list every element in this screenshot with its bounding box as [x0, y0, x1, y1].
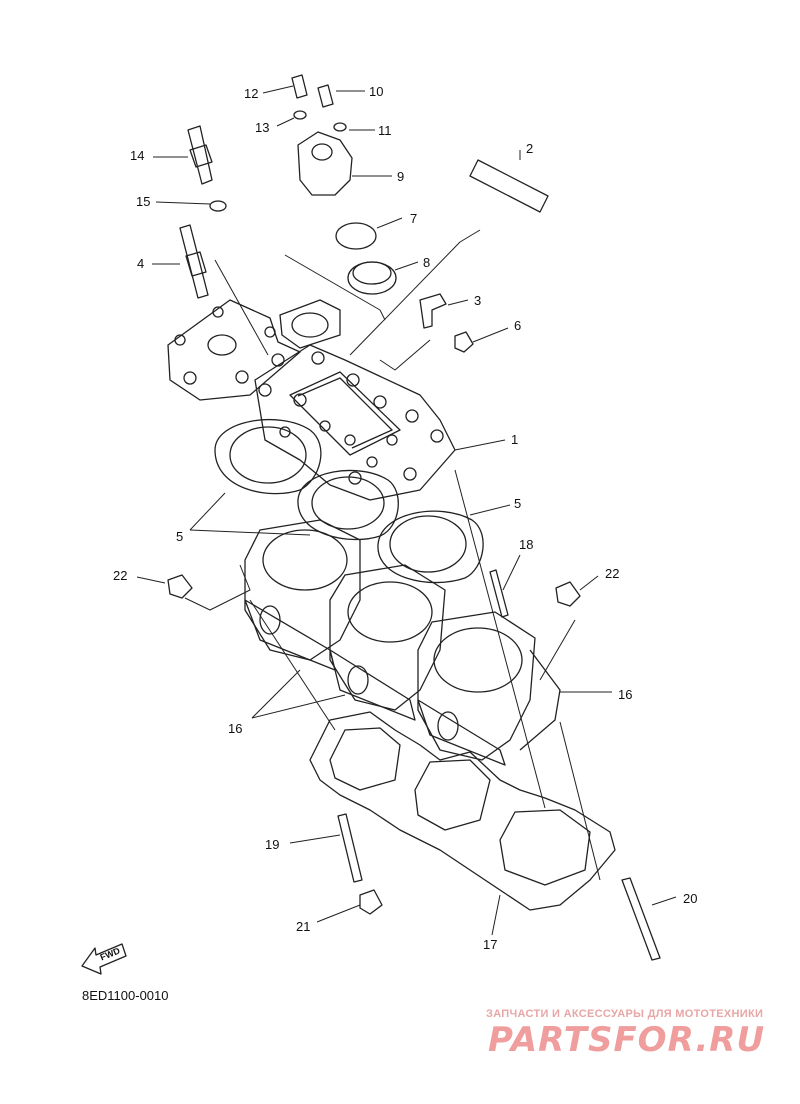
base-gasket — [309, 711, 616, 911]
callout-11: 11 — [378, 123, 392, 138]
callout-18: 18 — [519, 537, 534, 552]
cylinders — [244, 519, 561, 766]
callout-21: 21 — [296, 919, 311, 934]
callout-20: 20 — [683, 891, 698, 906]
callout-12: 12 — [244, 86, 259, 101]
callout-5-right: 5 — [514, 496, 522, 511]
callout-19: 19 — [265, 837, 280, 852]
nuts — [167, 331, 581, 915]
callout-4: 4 — [137, 256, 145, 271]
callout-22-right: 22 — [605, 566, 620, 581]
callout-13: 13 — [255, 120, 270, 135]
watermark-logo: PARTSFOR.RU — [488, 1020, 766, 1060]
fitting-and-decal — [419, 159, 549, 329]
callout-14: 14 — [130, 148, 145, 163]
callout-2: 2 — [526, 141, 534, 156]
callout-7: 7 — [410, 211, 418, 226]
leader-lines — [136, 85, 677, 936]
callout-15: 15 — [136, 194, 151, 209]
callout-16-left: 16 — [228, 721, 243, 736]
callout-9: 9 — [397, 169, 405, 184]
studs — [337, 569, 661, 961]
head-gaskets — [214, 418, 484, 584]
callout-5-left: 5 — [176, 529, 184, 544]
callout-3: 3 — [474, 293, 482, 308]
callout-16-right: 16 — [618, 687, 633, 702]
callout-10: 10 — [369, 84, 384, 99]
callout-1: 1 — [511, 432, 519, 447]
thermostat-assembly — [291, 74, 397, 295]
callout-22-left: 22 — [113, 568, 128, 583]
cylinder-head-cover — [167, 299, 456, 501]
callout-17: 17 — [483, 937, 498, 952]
diagram-code: 8ED1100-0010 — [82, 988, 169, 1003]
watermark-tagline: ЗАПЧАСТИ И АКСЕССУАРЫ ДЛЯ МОТОТЕХНИКИ — [486, 1008, 764, 1020]
callout-8: 8 — [423, 255, 431, 270]
fwd-arrow-icon — [81, 943, 127, 975]
callout-6: 6 — [514, 318, 522, 333]
spark-plug-and-sender — [179, 125, 227, 299]
